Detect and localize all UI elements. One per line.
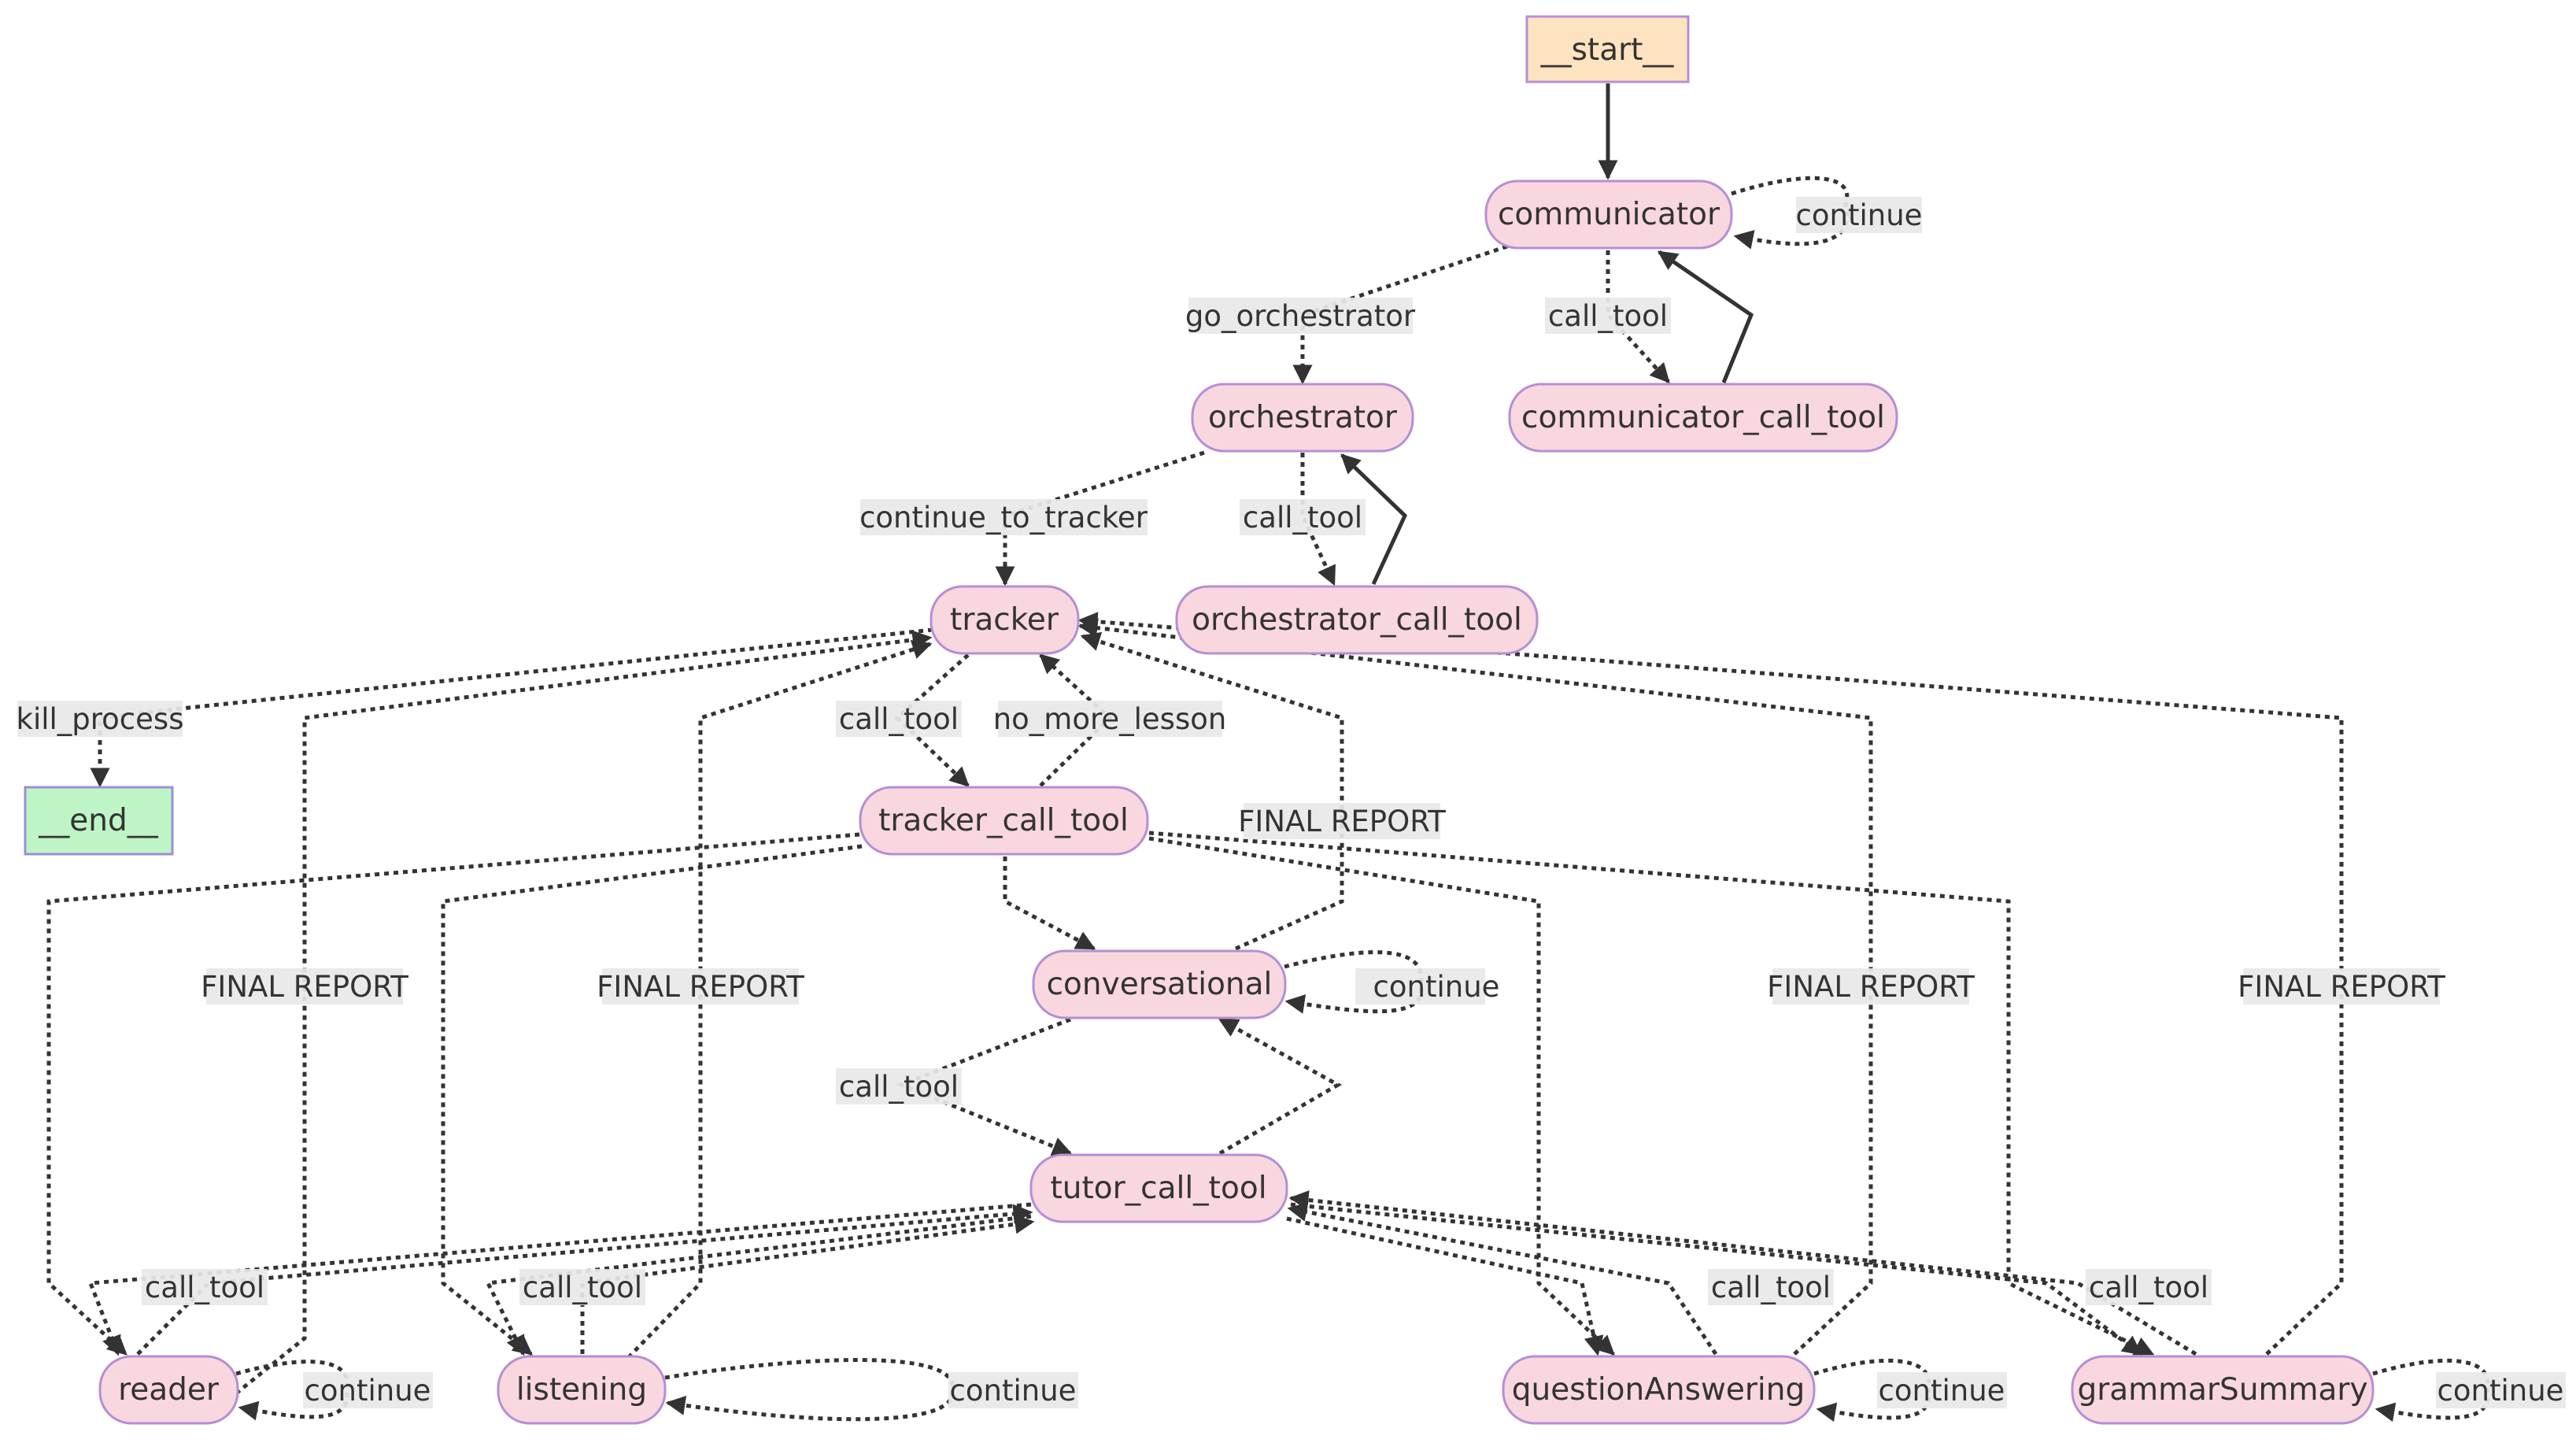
- node-communicator-label: communicator: [1498, 197, 1720, 232]
- edge-tutor-call-tool-to-reader: [87, 1202, 1032, 1356]
- edge-tutor-call-tool-to-grammarsummary: [1290, 1202, 2142, 1356]
- node-orchestrator[interactable]: [1191, 383, 1414, 453]
- label-questionanswering-continue: continue: [1879, 1374, 2005, 1408]
- edge-communicator-call-tool-to-communicator: [1657, 250, 1754, 383]
- node-listening[interactable]: [497, 1355, 667, 1425]
- node-start-label: __start__: [1540, 32, 1674, 68]
- edge-grammarsummary-to-tutor-call-tool: [1288, 1190, 2197, 1356]
- label-conversational-continue: continue: [1373, 970, 1500, 1004]
- label-continue-to-tracker: continue_to_tracker: [859, 501, 1148, 535]
- label-final-report-reader: FINAL REPORT: [201, 970, 408, 1004]
- label-listening-call-tool: call_tool: [523, 1271, 642, 1304]
- label-final-report-listening: FINAL REPORT: [597, 970, 804, 1004]
- node-reader-label: reader: [118, 1372, 220, 1408]
- label-grammarsummary-call-tool: call_tool: [2089, 1271, 2208, 1304]
- node-tutor-call-tool[interactable]: [1029, 1153, 1288, 1223]
- edge-grammarsummary-to-tracker: [1077, 612, 2344, 1356]
- node-questionanswering[interactable]: [1502, 1355, 1816, 1425]
- node-tutor-call-tool-label: tutor_call_tool: [1050, 1171, 1266, 1206]
- label-final-report-questionanswering: FINAL REPORT: [1767, 970, 1975, 1004]
- node-communicator-call-tool-label: communicator_call_tool: [1521, 400, 1885, 435]
- label-communicator-continue: continue: [1796, 198, 1923, 232]
- edge-labels: continue go_orchestrator call_tool conti…: [17, 197, 2566, 1408]
- node-orchestrator-call-tool-label: orchestrator_call_tool: [1192, 602, 1522, 638]
- node-tracker-label: tracker: [950, 602, 1059, 638]
- node-grammarsummary[interactable]: [2071, 1355, 2375, 1425]
- label-reader-continue: continue: [305, 1374, 431, 1408]
- label-questionanswering-call-tool: call_tool: [1711, 1271, 1831, 1304]
- label-grammarsummary-continue: continue: [2437, 1374, 2564, 1408]
- node-end-label: __end__: [38, 803, 158, 838]
- node-listening-label: listening: [516, 1372, 647, 1408]
- edge-tracker-to-end: [90, 627, 933, 788]
- edge-tracker-call-tool-to-conversational: [1003, 857, 1096, 951]
- label-no-more-lesson: no_more_lesson: [993, 702, 1227, 736]
- label-final-report-conversational: FINAL REPORT: [1238, 805, 1446, 838]
- label-reader-call-tool: call_tool: [145, 1271, 264, 1304]
- edge-tracker-call-tool-to-listening: [441, 844, 863, 1356]
- edge-questionanswering-to-tutor-call-tool: [1287, 1202, 1718, 1356]
- label-kill-process: kill_process: [17, 702, 184, 736]
- node-grammarsummary-label: grammarSummary: [2077, 1372, 2367, 1408]
- label-communicator-call-tool: call_tool: [1548, 299, 1668, 333]
- node-reader[interactable]: [98, 1355, 239, 1425]
- node-questionanswering-label: questionAnswering: [1512, 1372, 1805, 1408]
- label-tracker-call-tool: call_tool: [839, 702, 959, 736]
- label-listening-continue: continue: [950, 1374, 1077, 1408]
- edge-tracker-call-tool-to-questionanswering: [1148, 836, 1615, 1356]
- node-conversational-label: conversational: [1047, 967, 1273, 1002]
- edge-questionanswering-to-tracker: [1077, 618, 1873, 1356]
- label-final-report-grammarsummary: FINAL REPORT: [2238, 970, 2445, 1004]
- node-end[interactable]: [24, 786, 174, 856]
- edge-tutor-call-tool-to-listening: [485, 1214, 1032, 1356]
- node-tracker-call-tool[interactable]: [859, 786, 1149, 856]
- edge-reader-to-tracker: [235, 630, 933, 1395]
- edge-conversational-continue: [1284, 950, 1424, 1014]
- node-communicator-call-tool[interactable]: [1508, 383, 1898, 453]
- label-conversational-call-tool: call_tool: [839, 1070, 959, 1104]
- label-go-orchestrator: go_orchestrator: [1185, 299, 1416, 333]
- label-orchestrator-call-tool: call_tool: [1243, 501, 1362, 535]
- edge-orchestrator-to-orchestrator-call-tool: [1300, 453, 1336, 586]
- edge-tracker-call-tool-to-reader: [46, 832, 860, 1356]
- edge-tracker-call-tool-to-grammarsummary: [1148, 831, 2155, 1356]
- node-conversational[interactable]: [1032, 949, 1287, 1019]
- node-orchestrator-call-tool[interactable]: [1175, 585, 1539, 655]
- edge-tutor-call-tool-to-conversational: [1218, 1017, 1343, 1156]
- edge-communicator-to-communicator-call-tool: [1606, 250, 1670, 383]
- node-orchestrator-label: orchestrator: [1208, 400, 1398, 435]
- nodes: __start__ communicator orchestrator comm…: [24, 15, 2375, 1425]
- node-tracker[interactable]: [930, 585, 1080, 655]
- edge-tutor-call-tool-to-questionanswering: [1286, 1216, 1604, 1356]
- node-tracker-call-tool-label: tracker_call_tool: [878, 803, 1129, 838]
- edge-orchestrator-call-tool-to-orchestrator: [1340, 453, 1408, 586]
- edge-listening-continue: [664, 1358, 955, 1422]
- node-communicator[interactable]: [1484, 179, 1733, 250]
- node-start[interactable]: [1525, 15, 1690, 83]
